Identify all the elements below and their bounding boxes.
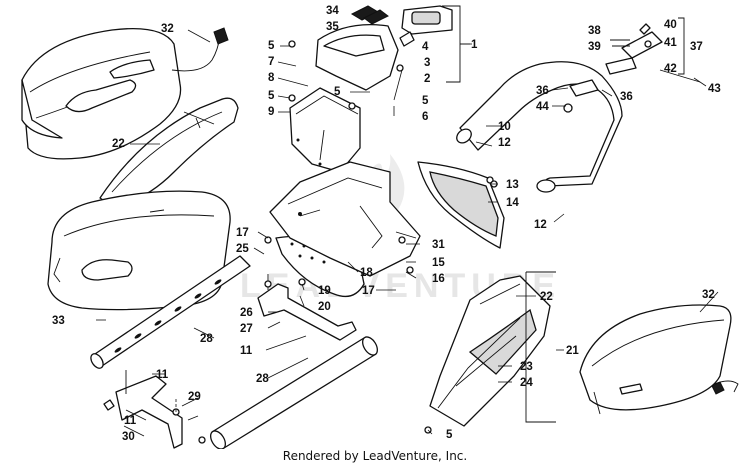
part-21-fairing — [429, 271, 564, 427]
part-37-hardware — [610, 17, 701, 83]
callout-17: 17 — [236, 227, 249, 239]
callout-33: 33 — [52, 315, 65, 327]
callout-32: 32 — [702, 289, 715, 301]
callout-34: 34 — [326, 5, 339, 17]
callout-10: 10 — [498, 121, 511, 133]
callout-11: 11 — [124, 415, 137, 427]
exploded-view-svg: LEADVENTURE — [21, 5, 739, 450]
callout-5: 5 — [268, 40, 275, 52]
callout-35: 35 — [326, 21, 339, 33]
callout-44: 44 — [536, 101, 549, 113]
callout-5: 5 — [268, 90, 275, 102]
callout-12: 12 — [534, 219, 547, 231]
callout-30: 30 — [122, 431, 135, 443]
callout-19: 19 — [318, 285, 331, 297]
callout-42: 42 — [664, 63, 677, 75]
callout-labels: 32 22 34 35 5 7 8 5 9 5 4 3 2 1 5 6 10 1… — [52, 5, 721, 443]
callout-36: 36 — [620, 91, 633, 103]
callout-24: 24 — [520, 377, 533, 389]
part-14-side-panel — [417, 161, 505, 249]
part-22-left-trim — [99, 97, 239, 207]
callout-15: 15 — [432, 257, 445, 269]
callout-12: 12 — [498, 137, 511, 149]
callout-1: 1 — [471, 39, 478, 51]
callout-23: 23 — [520, 361, 533, 373]
callout-17: 17 — [362, 285, 375, 297]
callout-7: 7 — [268, 56, 274, 68]
part-10-grab-handle — [456, 61, 623, 193]
callout-9: 9 — [268, 106, 274, 118]
callout-36: 36 — [536, 85, 549, 97]
callout-5: 5 — [422, 95, 429, 107]
callout-22: 22 — [540, 291, 553, 303]
part-1-tail-housing — [315, 5, 470, 91]
callout-28: 28 — [200, 333, 213, 345]
callout-16: 16 — [432, 273, 445, 285]
part-9-panel — [289, 87, 361, 173]
callout-22: 22 — [112, 138, 125, 150]
fasteners — [264, 40, 498, 434]
callout-13: 13 — [506, 179, 519, 191]
callout-29: 29 — [188, 391, 201, 403]
callout-20: 20 — [318, 301, 331, 313]
callout-28: 28 — [256, 373, 269, 385]
part-32-left-bag — [21, 27, 229, 160]
callout-26: 26 — [240, 307, 253, 319]
callout-3: 3 — [424, 57, 430, 69]
callout-4: 4 — [422, 41, 429, 53]
callout-39: 39 — [588, 41, 601, 53]
callout-37: 37 — [690, 41, 703, 53]
callout-5: 5 — [334, 86, 341, 98]
part-28-tube-lower — [210, 336, 378, 450]
callout-32: 32 — [161, 23, 174, 35]
callout-14: 14 — [506, 197, 519, 209]
callout-27: 27 — [240, 323, 253, 335]
part-6-housing — [269, 161, 421, 277]
callout-11: 11 — [156, 369, 169, 381]
callout-11: 11 — [240, 345, 253, 357]
callout-43: 43 — [708, 83, 721, 95]
callout-25: 25 — [236, 243, 249, 255]
callout-2: 2 — [424, 73, 430, 85]
callout-38: 38 — [588, 25, 601, 37]
part-33-saddle-bag — [47, 190, 231, 311]
part-32-right-bag — [579, 304, 739, 415]
footer-credit: Rendered by LeadVenture, Inc. — [282, 449, 468, 463]
callout-8: 8 — [268, 72, 275, 84]
callout-41: 41 — [664, 37, 677, 49]
callout-40: 40 — [664, 19, 677, 31]
callout-31: 31 — [432, 239, 445, 251]
part-30-bracket — [103, 370, 206, 449]
callout-5: 5 — [446, 429, 453, 441]
part-36-brackets — [563, 57, 637, 113]
callout-18: 18 — [360, 267, 373, 279]
callout-21: 21 — [566, 345, 579, 357]
leader-lines — [96, 29, 719, 437]
callout-6: 6 — [422, 111, 428, 123]
part-28-rail-upper — [90, 255, 251, 369]
